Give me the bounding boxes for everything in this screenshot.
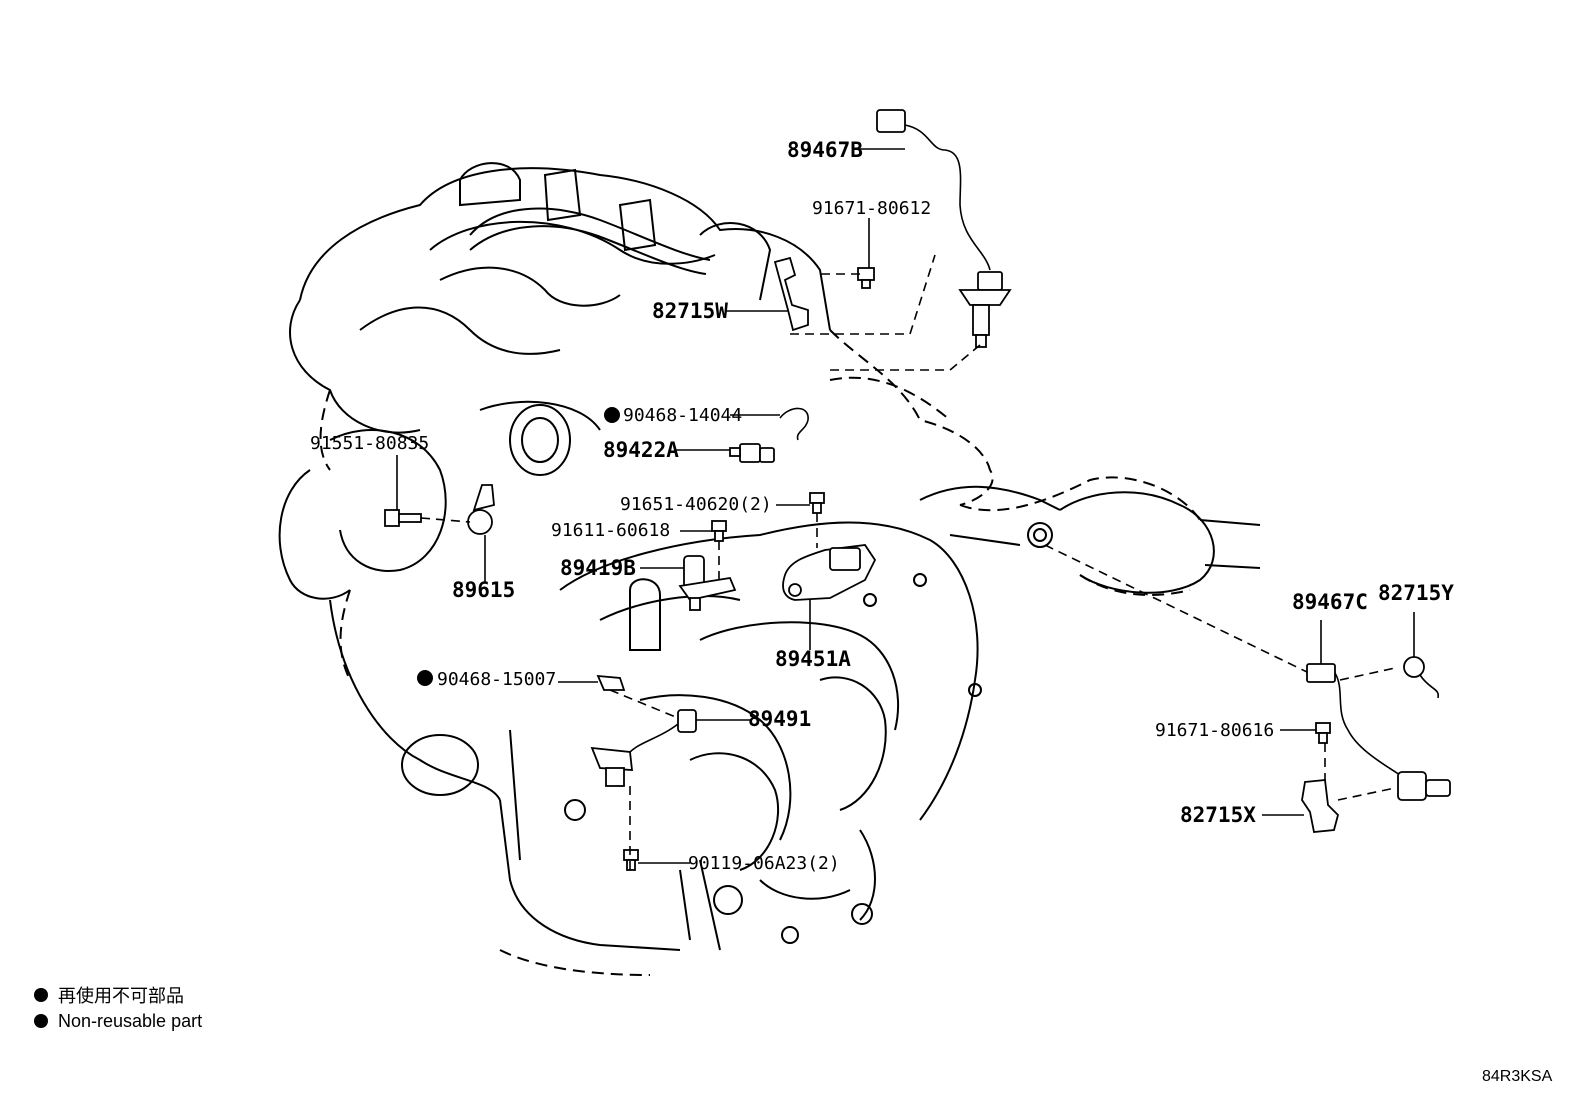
label-89615[interactable]: 89615 (452, 578, 515, 602)
legend-japanese-text: 再使用不可部品 (58, 986, 184, 1006)
label-91651-40620[interactable]: 91651-40620(2) (620, 494, 772, 515)
part-82715X-bracket[interactable] (1301, 779, 1340, 833)
part-89467B-sensor[interactable] (876, 109, 1012, 348)
label-82715X[interactable]: 82715X (1180, 803, 1256, 827)
part-89615-sensor[interactable] (467, 484, 495, 535)
label-89451A[interactable]: 89451A (775, 647, 851, 671)
part-90119-06A23-bolt[interactable] (623, 849, 639, 871)
part-89451A-switch[interactable] (782, 544, 877, 601)
label-91671-80616[interactable]: 91671-80616 (1155, 720, 1274, 741)
label-90468-14044[interactable]: 90468-14044 (623, 405, 742, 426)
label-89419B[interactable]: 89419B (560, 556, 636, 580)
label-89422A[interactable]: 89422A (603, 438, 679, 462)
non-reusable-dot-icon (34, 1014, 48, 1028)
legend-english-text: Non-reusable part (58, 1010, 203, 1031)
label-82715Y[interactable]: 82715Y (1378, 581, 1454, 605)
part-91551-80835-bolt[interactable] (384, 509, 422, 527)
label-89467C[interactable]: 89467C (1292, 590, 1368, 614)
assembly-lines (420, 254, 1396, 870)
legend: 再使用不可部品 Non-reusable part (34, 982, 202, 1034)
part-89467C-sensor[interactable] (1306, 663, 1451, 801)
legend-row-english: Non-reusable part (34, 1008, 202, 1034)
part-82715W-bracket[interactable] (773, 256, 809, 332)
non-reusable-marker (417, 670, 433, 686)
label-90468-15007[interactable]: 90468-15007 (437, 669, 556, 690)
part-89419B-sensor[interactable] (678, 555, 737, 611)
part-82715Y-clamp[interactable] (1403, 656, 1440, 699)
label-89491[interactable]: 89491 (748, 707, 811, 731)
part-91651-40620-bolt[interactable] (809, 492, 825, 514)
non-reusable-dot-icon (34, 988, 48, 1002)
non-reusable-marker (604, 407, 620, 423)
label-90119-06A23[interactable]: 90119-06A23(2) (688, 853, 840, 874)
part-89422A-sensor[interactable] (729, 443, 775, 463)
legend-row-japanese: 再使用不可部品 (34, 982, 202, 1008)
part-89491-sensor[interactable] (590, 709, 697, 787)
label-91551-80835[interactable]: 91551-80835 (310, 433, 429, 454)
label-89467B[interactable]: 89467B (787, 138, 863, 162)
label-91671-80612[interactable]: 91671-80612 (812, 198, 931, 219)
engine-assembly-illustration (278, 162, 1261, 976)
leader-lines (396, 148, 1415, 864)
part-90468-14044-clip[interactable] (779, 407, 809, 441)
part-labels: 89467B 91671-80612 82715W 90468-14044 89… (310, 138, 1454, 874)
label-82715W[interactable]: 82715W (652, 299, 728, 323)
label-91611-60618[interactable]: 91611-60618 (551, 520, 670, 541)
part-91671-80616-bolt[interactable] (1315, 722, 1331, 744)
part-91671-80612-bolt[interactable] (857, 267, 875, 289)
part-90468-15007-clip[interactable] (596, 674, 626, 691)
illustration-code: 84R3KSA (1482, 1068, 1553, 1085)
